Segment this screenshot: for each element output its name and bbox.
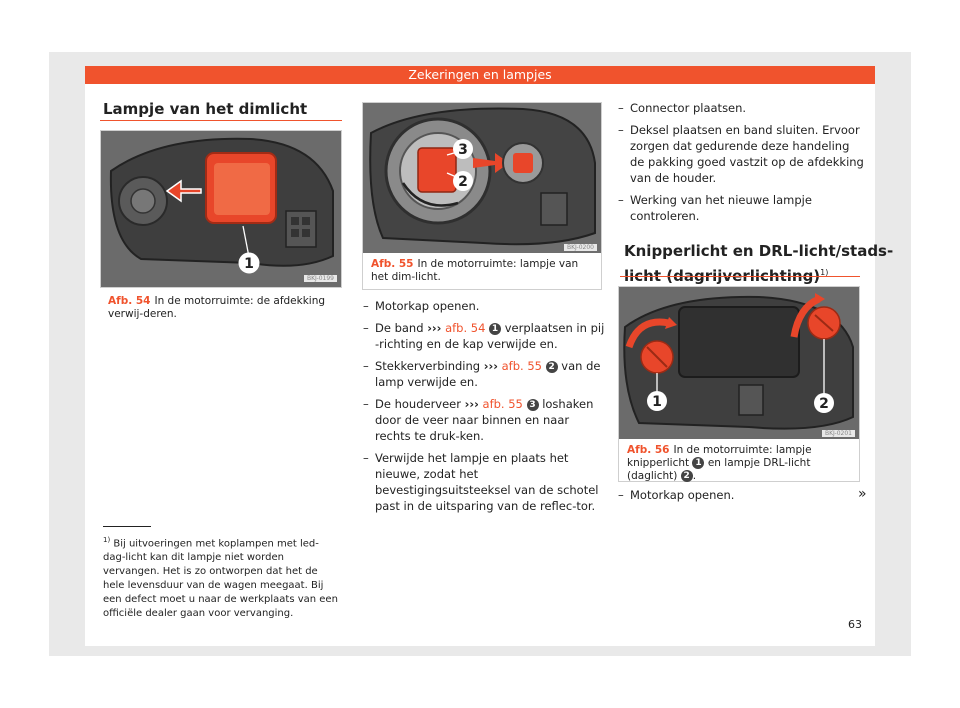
callout-number: 2 (680, 470, 693, 482)
step-text: verplaatsen in pij -richting en de kap v… (375, 321, 605, 351)
footnote-mark: 1) (103, 536, 111, 544)
callout-3: 3 (458, 142, 468, 158)
callout-number: 3 (526, 399, 539, 411)
figure-label: Afb. 56 (627, 444, 670, 456)
callout-number: 1 (692, 457, 705, 469)
step-text: Werking van het nieuwe lampje controlere… (630, 193, 812, 223)
callout-2: 2 (458, 174, 468, 190)
bulb-illustration: 3 2 (363, 103, 601, 253)
step-item: Connector plaatsen. (618, 100, 865, 116)
step-list-right-last: Motorkap openen. (618, 487, 850, 509)
step-text: Stekkerverbinding (375, 359, 481, 373)
reference-text: afb. 55 (482, 397, 523, 411)
reference-arrow: ››› (464, 397, 479, 411)
step-text: Verwijde het lampje en plaats het nieuwe… (375, 451, 599, 513)
step-item: Werking van het nieuwe lampje controlere… (618, 192, 865, 224)
step-text: van de lamp verwijde en. (375, 359, 601, 389)
figure-code: BKJ-0199 (303, 275, 337, 282)
step-item: Motorkap openen. (363, 298, 605, 314)
step-item: De houderveer ››› afb. 55 3 loshaken doo… (363, 396, 605, 444)
step-item: Motorkap openen. (618, 487, 850, 503)
caption-text: en lampje DRL-licht (daglicht) (627, 457, 811, 482)
callout-1: 1 (652, 394, 662, 410)
step-text: De houderveer (375, 397, 461, 411)
figure-reference-link[interactable]: ››› afb. 55 (484, 359, 542, 373)
step-text: Motorkap openen. (375, 299, 480, 313)
signal-lamp-illustration: 1 2 (619, 287, 859, 439)
reference-arrow: ››› (427, 321, 442, 335)
step-item: Stekkerverbinding ››› afb. 55 2 van de l… (363, 358, 605, 390)
figure-code: BKJ-0201 (821, 430, 855, 437)
callout-number: 2 (545, 361, 558, 373)
caption-text: In de motorruimte: lampje knipperlicht (627, 444, 812, 469)
callout-2: 2 (819, 396, 829, 412)
figure-reference-link[interactable]: ››› afb. 54 (427, 321, 485, 335)
reference-arrow: ››› (483, 359, 498, 373)
step-list-middle: Motorkap openen. De band ››› afb. 54 1 v… (363, 298, 605, 520)
step-item: Deksel plaatsen en band sluiten. Ervoor … (618, 122, 865, 186)
section-rule (100, 120, 342, 121)
callout-number: 1 (489, 323, 502, 335)
footnote-rule (103, 526, 151, 527)
section-title-dimlicht: Lampje van het dimlicht (103, 100, 308, 118)
headlamp-illustration: 1 (101, 131, 341, 287)
chapter-header: Zekeringen en lampjes (85, 66, 875, 84)
section-title-knipperlicht: Knipperlicht en DRL-licht/stads- licht (… (624, 240, 893, 287)
step-list-right: Connector plaatsen. Deksel plaatsen en b… (618, 100, 865, 230)
step-text: Motorkap openen. (630, 488, 735, 502)
footnote-reference: 1) (820, 268, 829, 277)
figure-reference-link[interactable]: ››› afb. 55 (465, 397, 523, 411)
section-title-line: Knipperlicht en DRL-licht/stads- (624, 242, 894, 260)
caption-text: In de motorruimte: lampje van het dim-li… (371, 258, 579, 283)
callout-1: 1 (244, 256, 254, 272)
step-item: Verwijde het lampje en plaats het nieuwe… (363, 450, 605, 514)
step-item: De band ››› afb. 54 1 verplaatsen in pij… (363, 320, 605, 352)
reference-text: afb. 55 (501, 359, 542, 373)
section-rule (620, 276, 860, 277)
footnote: 1) Bij uitvoeringen met koplampen met le… (103, 533, 341, 621)
step-text: loshaken door de veer naar binnen en naa… (375, 397, 594, 443)
reference-text: afb. 54 (445, 321, 486, 335)
figure-label: Afb. 54 (108, 295, 151, 307)
step-text: Connector plaatsen. (630, 101, 747, 115)
figure-54: 1 BKJ-0199 (100, 130, 342, 288)
continue-mark: » (858, 486, 867, 502)
step-text: De band (375, 321, 424, 335)
figure-code: BKJ-0200 (563, 244, 597, 251)
caption-text: . (692, 470, 697, 482)
page-number: 63 (848, 618, 862, 631)
footnote-text: Bij uitvoeringen met koplampen met led-d… (103, 538, 338, 620)
figure-label: Afb. 55 (371, 258, 414, 270)
step-text: Deksel plaatsen en band sluiten. Ervoor … (630, 123, 864, 185)
caption-text: In de motorruimte: de afdekking verwij-d… (108, 295, 326, 320)
